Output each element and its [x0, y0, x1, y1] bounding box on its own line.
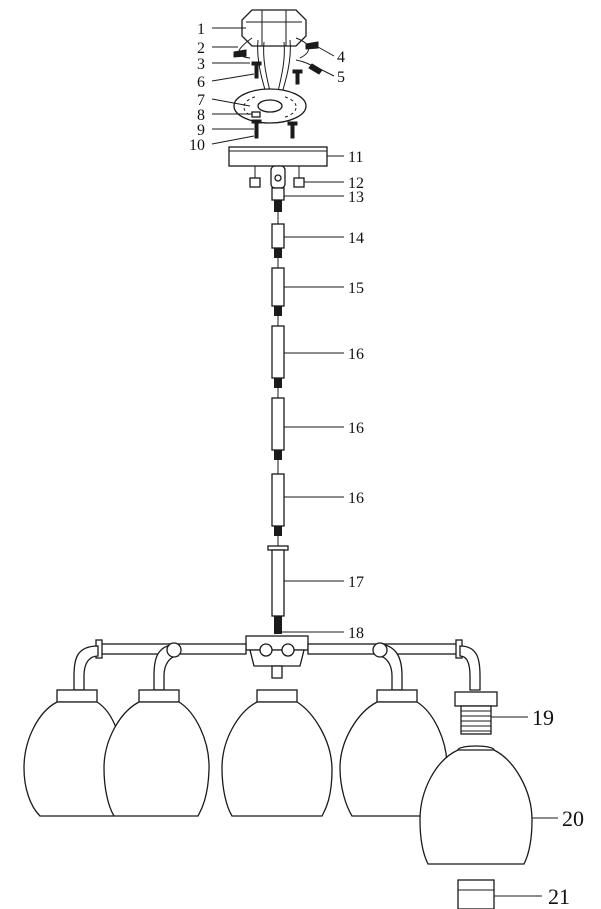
label-13: 13 [348, 189, 364, 206]
canopy-nuts [249, 166, 305, 188]
part-labels: 1 2 3 6 7 8 9 10 4 5 11 12 13 14 15 16 1… [189, 21, 584, 909]
label-14: 14 [348, 230, 364, 247]
label-19: 19 [532, 705, 554, 730]
label-3: 3 [197, 56, 205, 73]
label-6: 6 [197, 74, 205, 91]
shade-2 [103, 701, 210, 817]
shade-3 [221, 701, 333, 817]
plate-screws [251, 111, 298, 139]
terminal-block [241, 9, 307, 47]
label-17: 17 [348, 574, 364, 591]
socket-2 [138, 689, 180, 703]
label-4: 4 [337, 49, 345, 66]
shade-20 [419, 745, 533, 865]
label-2: 2 [197, 40, 205, 57]
part-21-ring [457, 879, 495, 909]
mounting-plate [233, 88, 307, 124]
rod-assembly [267, 200, 289, 634]
label-7: 7 [197, 92, 205, 109]
label-1: 1 [197, 21, 205, 38]
screws-top [251, 61, 303, 85]
label-9: 9 [197, 122, 205, 139]
label-11: 11 [348, 149, 363, 166]
socket-19 [454, 691, 498, 735]
label-16-b: 16 [348, 420, 364, 437]
leader-lines [211, 27, 558, 897]
socket-3 [256, 689, 298, 703]
hook-loop [270, 165, 286, 201]
label-21: 21 [548, 884, 570, 909]
shade-4 [339, 701, 448, 817]
label-20: 20 [562, 806, 584, 831]
label-5: 5 [337, 69, 345, 86]
label-12: 12 [348, 175, 364, 192]
label-16-c: 16 [348, 490, 364, 507]
wire-connectors [233, 41, 323, 75]
central-hub [245, 635, 309, 679]
label-10: 10 [189, 137, 205, 154]
socket-4 [376, 689, 418, 703]
socket-1 [56, 689, 98, 703]
label-15: 15 [348, 280, 364, 297]
label-8: 8 [197, 107, 205, 124]
label-16-a: 16 [348, 346, 364, 363]
arm-bends [73, 642, 481, 691]
canopy [228, 146, 328, 167]
label-18: 18 [348, 625, 364, 642]
